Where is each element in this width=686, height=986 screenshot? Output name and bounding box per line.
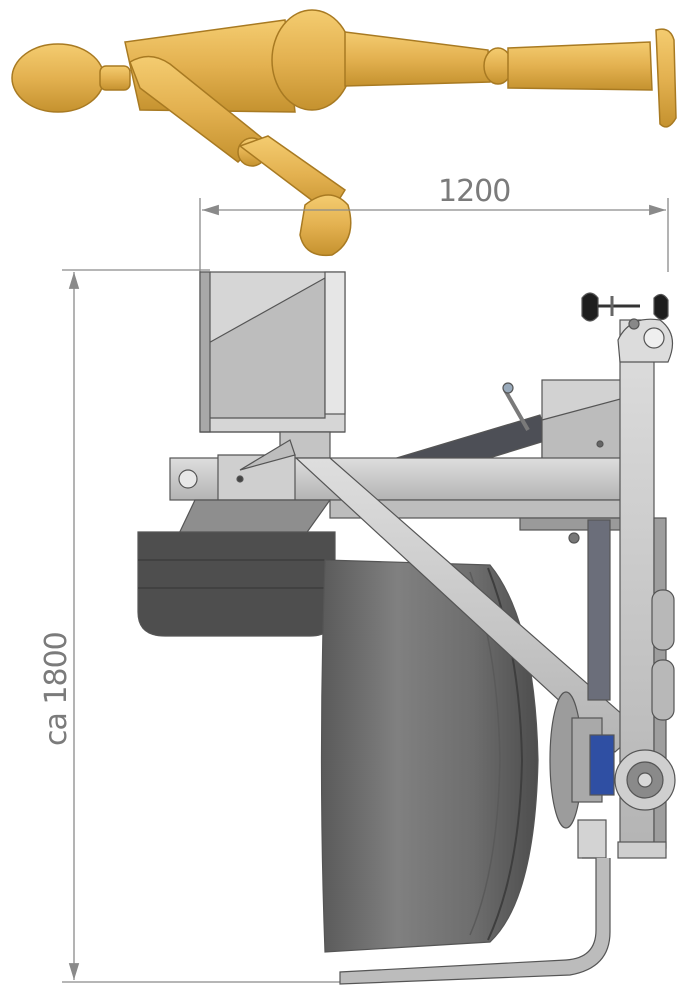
fitting-icon: [502, 382, 514, 394]
mannequin-thigh: [344, 31, 491, 87]
mannequin-shin: [507, 41, 653, 91]
adjustment-knob-icon: [581, 292, 669, 322]
mannequin-forearm: [238, 135, 347, 216]
width-label: 1200: [438, 174, 510, 209]
mannequin-hip: [271, 9, 353, 111]
mannequin-neck: [99, 65, 131, 91]
motor-coupling: [589, 734, 615, 796]
machine-assembly: [137, 271, 676, 985]
mannequin-figure: [11, 9, 677, 257]
height-label: ca 1800: [39, 632, 74, 746]
counterweight: [137, 531, 336, 637]
width-dimension: [199, 198, 669, 272]
mannequin-foot: [655, 28, 677, 128]
mannequin-hand: [299, 194, 352, 257]
mannequin-head: [11, 43, 105, 113]
height-dimension: [62, 269, 340, 983]
hopper: [199, 271, 346, 433]
pivot-hole: [178, 469, 198, 489]
outlet-pipe: [339, 857, 611, 985]
